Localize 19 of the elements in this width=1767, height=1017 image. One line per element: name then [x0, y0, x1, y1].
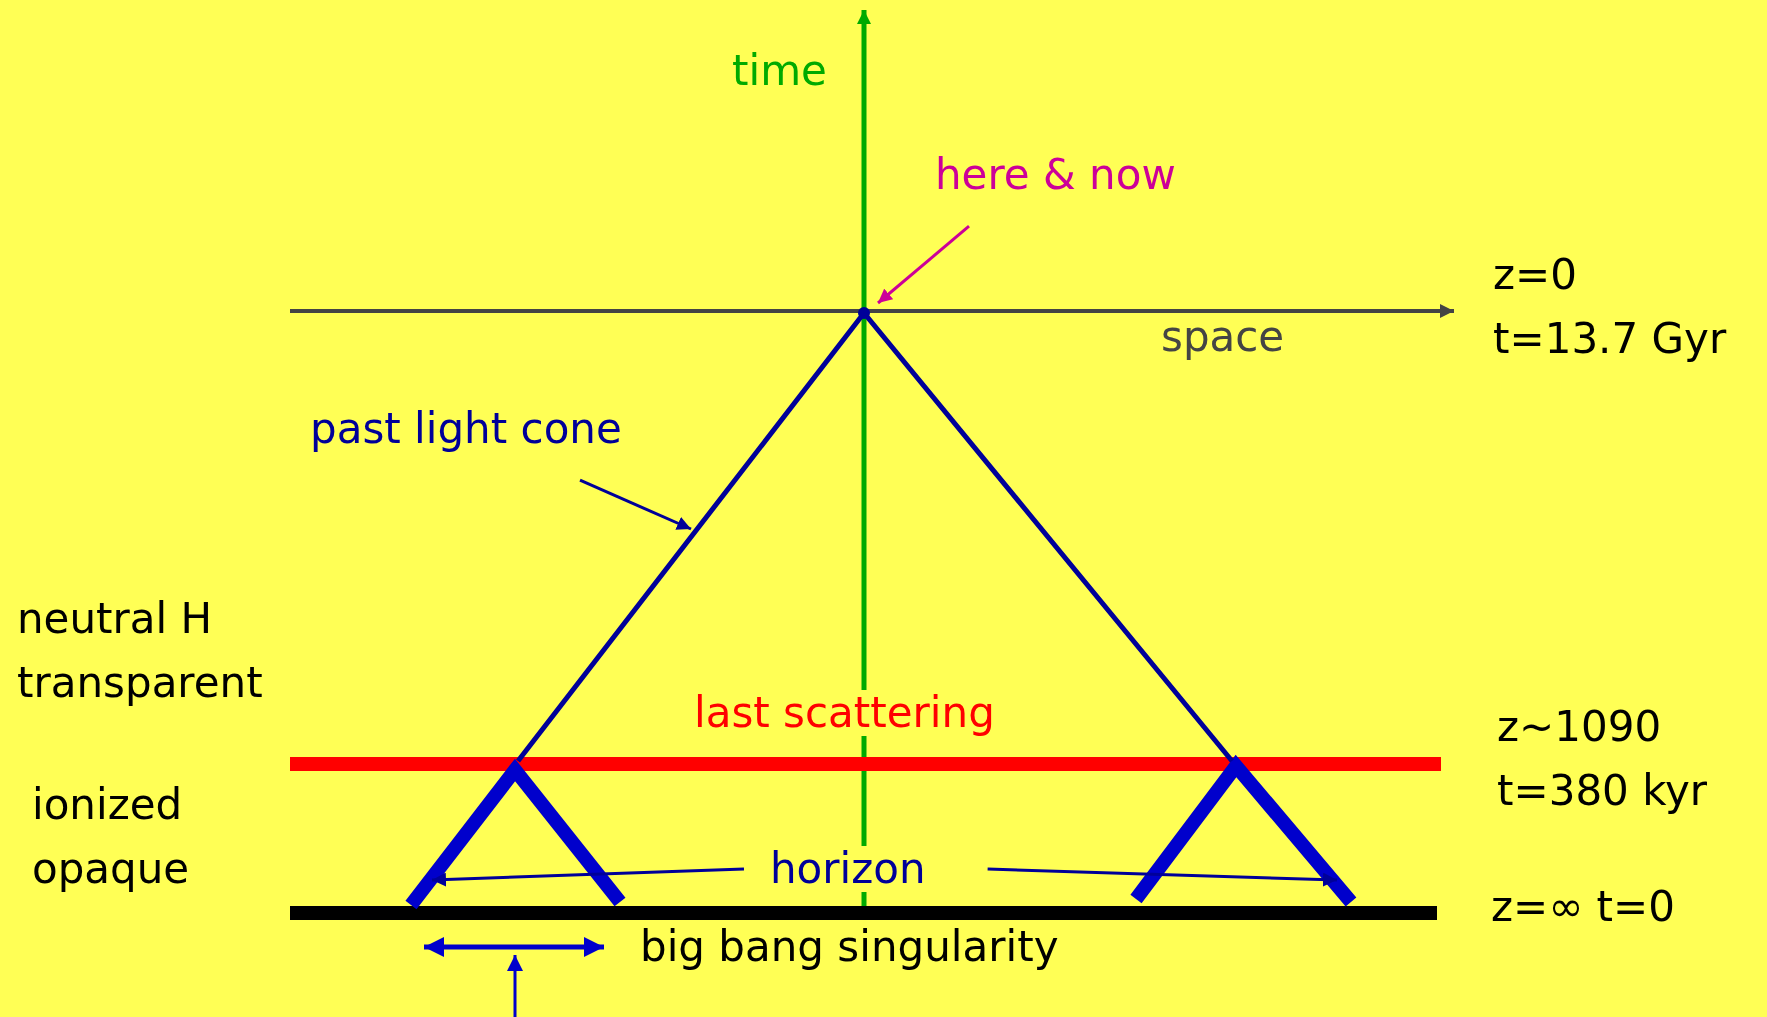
- axis-label: time: [732, 48, 827, 95]
- arrow: [431, 867, 745, 887]
- line-label: big bang singularity: [640, 924, 1059, 971]
- epoch-label: transparent: [17, 660, 263, 707]
- epoch-label: neutral H: [17, 596, 213, 643]
- leader-line: [579, 478, 692, 531]
- arrow: [987, 867, 1338, 887]
- callout-label: past light cone: [310, 406, 622, 453]
- epoch-label: opaque: [32, 846, 190, 893]
- axis-label: space: [1161, 314, 1285, 361]
- redshift-label: z~1090: [1497, 704, 1662, 751]
- redshift-label: z=∞ t=0: [1491, 884, 1675, 931]
- leader-line: [877, 225, 970, 305]
- time-value-label: t=380 kyr: [1497, 768, 1708, 815]
- redshift-label: z=0: [1493, 252, 1577, 299]
- callout-label: here & now: [935, 152, 1176, 199]
- point-marker: [858, 307, 870, 319]
- epoch-label: ionized: [32, 782, 183, 829]
- time-value-label: t=13.7 Gyr: [1493, 316, 1727, 363]
